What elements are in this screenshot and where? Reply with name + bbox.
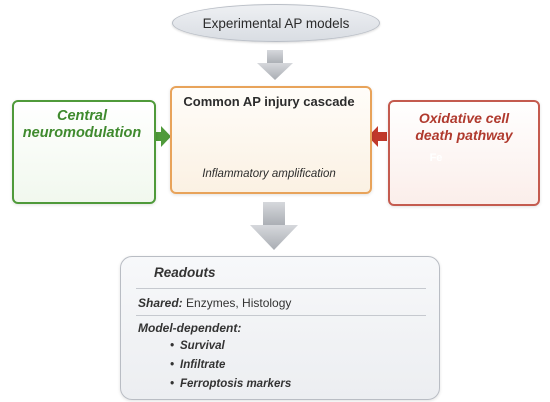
fe-label: Fe — [429, 152, 443, 164]
readouts-box — [120, 256, 440, 400]
readouts-title: Readouts — [154, 265, 216, 280]
oxidative-title-line1: Oxidative cell — [418, 110, 510, 126]
shared-label: Shared: — [138, 296, 183, 310]
arrow-top-to-cascade — [257, 50, 293, 80]
readouts-divider-2 — [136, 315, 426, 316]
shared-readouts: Shared: Enzymes, Histology — [138, 296, 291, 310]
central-title-line2: neuromodulation — [22, 125, 142, 141]
readout-item-infiltrate: Infiltrate — [170, 359, 225, 371]
central-neuromodulation-panel — [12, 100, 156, 204]
oxidative-title-line2: death pathway — [415, 127, 513, 143]
central-title-line1: Central — [57, 108, 107, 124]
cascade-subtitle: Inflammatory amplification — [202, 168, 336, 180]
arrow-cascade-to-readouts — [250, 202, 298, 250]
cascade-title: Common AP injury cascade — [183, 94, 355, 109]
experimental-models-label: Experimental AP models — [202, 15, 350, 31]
readout-item-survival: Survival — [170, 340, 225, 352]
model-dependent-label: Model-dependent: — [138, 321, 242, 335]
arrow-green — [154, 126, 171, 147]
oxidative-death-title: Oxidative cell death pathway — [392, 110, 536, 144]
readouts-divider-1 — [136, 288, 426, 289]
experimental-models-node: Experimental AP models — [172, 4, 380, 42]
arrow-red — [368, 126, 387, 147]
readout-item-ferroptosis-markers: Ferroptosis markers — [170, 378, 291, 390]
oxidative-death-panel — [388, 100, 540, 206]
central-neuromodulation-title: Central neuromodulation — [12, 108, 152, 142]
shared-items: Enzymes, Histology — [186, 296, 292, 310]
injury-cascade-panel — [170, 86, 372, 194]
